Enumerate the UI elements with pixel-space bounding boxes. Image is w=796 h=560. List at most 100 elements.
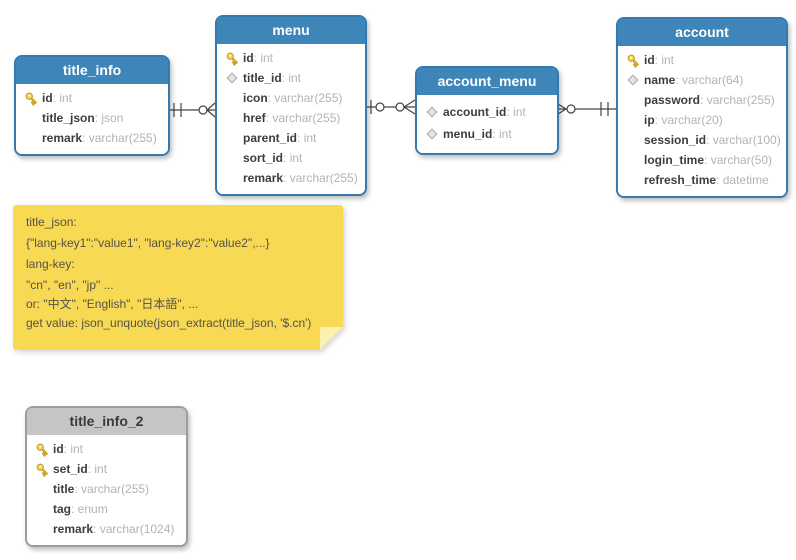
table-row[interactable]: iconvarchar(255) — [221, 88, 360, 108]
table-header[interactable]: menu — [217, 17, 365, 44]
table-row[interactable]: passwordvarchar(255) — [622, 90, 781, 110]
field-type: int — [88, 462, 107, 476]
field-type: enum — [71, 502, 108, 516]
field-name: name — [644, 73, 676, 87]
field-name: id — [53, 442, 64, 456]
field-name: id — [243, 51, 254, 65]
table-account[interactable]: account idint namevarchar(64) passwordva… — [616, 17, 788, 198]
table-row[interactable]: namevarchar(64) — [622, 70, 781, 90]
cardinality-zero-circle — [566, 104, 576, 114]
note-folded-corner — [320, 327, 343, 350]
field-name: refresh_time — [644, 173, 717, 187]
field-name: session_id — [644, 133, 707, 147]
cardinality-many-crowfoot — [206, 102, 216, 118]
table-row[interactable]: titlevarchar(255) — [31, 479, 181, 499]
table-row[interactable]: title_jsonjson — [20, 108, 163, 128]
field-type: varchar(64) — [675, 73, 743, 87]
diamond-icon — [221, 72, 243, 84]
field-type: varchar(255) — [74, 482, 149, 496]
table-header[interactable]: account_menu — [417, 68, 557, 95]
field-type: int — [282, 71, 301, 85]
field-type: varchar(255) — [700, 93, 775, 107]
relationship-menu-account_menu[interactable] — [363, 99, 416, 115]
table-title_info_2[interactable]: title_info_2 idint set_idint titlevarcha… — [25, 406, 188, 547]
table-row[interactable]: parent_idint — [221, 128, 360, 148]
table-row[interactable]: set_idint — [31, 459, 181, 479]
key-icon — [221, 51, 243, 66]
table-row[interactable]: refresh_timedatetime — [622, 170, 781, 190]
field-name: title — [53, 482, 75, 496]
note-line: {"lang-key1":"value1", "lang-key2":"valu… — [26, 236, 270, 250]
table-row[interactable]: session_idvarchar(100) — [622, 130, 781, 150]
note-line: get value: json_unquote(json_extract(tit… — [26, 316, 312, 330]
table-row[interactable]: ipvarchar(20) — [622, 110, 781, 130]
cardinality-zero-circle — [375, 102, 385, 112]
note-line: title_json: — [26, 215, 77, 229]
cardinality-zero-circle — [395, 102, 405, 112]
table-row[interactable]: menu_idint — [421, 123, 552, 145]
note-line: or: "中文", "English", "日本語", ... — [26, 297, 199, 311]
note-line: "cn", "en", "jp" ... — [26, 278, 114, 292]
field-name: id — [42, 91, 53, 105]
table-row[interactable]: account_idint — [421, 101, 552, 123]
table-row[interactable]: remarkvarchar(255) — [221, 168, 360, 188]
field-name: remark — [42, 131, 83, 145]
field-type: int — [655, 53, 674, 67]
cardinality-zero-circle — [198, 105, 208, 115]
field-name: tag — [53, 502, 71, 516]
field-type: varchar(255) — [268, 91, 342, 105]
table-row[interactable]: sort_idint — [221, 148, 360, 168]
key-icon — [20, 91, 42, 106]
field-type: int — [492, 127, 512, 141]
field-type: varchar(1024) — [93, 522, 175, 536]
field-name: ip — [644, 113, 655, 127]
table-account_menu[interactable]: account_menu account_idint menu_idint — [415, 66, 559, 155]
field-type: varchar(255) — [266, 111, 340, 125]
table-row[interactable]: title_idint — [221, 68, 360, 88]
table-header[interactable]: title_info_2 — [27, 408, 186, 435]
diamond-icon — [421, 128, 443, 140]
table-row[interactable]: remarkvarchar(1024) — [31, 519, 181, 539]
field-type: int — [53, 91, 72, 105]
field-name: sort_id — [243, 151, 284, 165]
field-type: varchar(50) — [704, 153, 772, 167]
field-type: varchar(100) — [706, 133, 781, 147]
table-menu[interactable]: menu idint title_idint iconvarchar(255) … — [215, 15, 367, 196]
field-name: account_id — [443, 105, 507, 119]
table-title_info[interactable]: title_info idint title_jsonjson remarkva… — [14, 55, 170, 156]
table-row[interactable]: idint — [31, 439, 181, 459]
field-type: datetime — [716, 173, 769, 187]
cardinality-many-crowfoot — [403, 99, 416, 115]
table-row[interactable]: idint — [20, 88, 163, 108]
table-row[interactable]: login_timevarchar(50) — [622, 150, 781, 170]
table-header[interactable]: title_info — [16, 57, 168, 84]
note-line: lang-key: — [26, 257, 75, 271]
sticky-note[interactable]: title_json: {"lang-key1":"value1", "lang… — [13, 205, 343, 350]
field-type: varchar(255) — [82, 131, 157, 145]
field-type: int — [297, 131, 317, 145]
field-type: int — [283, 151, 303, 165]
field-type: json — [95, 111, 123, 125]
table-row[interactable]: tagenum — [31, 499, 181, 519]
field-name: title_json — [42, 111, 95, 125]
relationship-account_menu-account[interactable] — [554, 101, 616, 117]
field-type: varchar(255) — [283, 171, 358, 185]
field-name: title_id — [243, 71, 282, 85]
table-header[interactable]: account — [618, 19, 786, 46]
field-name: icon — [243, 91, 268, 105]
diamond-icon — [622, 74, 644, 86]
table-row[interactable]: idint — [221, 48, 360, 68]
key-icon — [31, 462, 53, 477]
field-type: int — [254, 51, 273, 65]
table-row[interactable]: idint — [622, 50, 781, 70]
field-name: remark — [243, 171, 284, 185]
diamond-icon — [421, 106, 443, 118]
table-row[interactable]: remarkvarchar(255) — [20, 128, 163, 148]
field-name: login_time — [644, 153, 705, 167]
key-icon — [622, 53, 644, 68]
field-type: varchar(20) — [655, 113, 722, 127]
field-name: set_id — [53, 462, 88, 476]
relationship-title_info-menu[interactable] — [166, 102, 216, 118]
table-row[interactable]: hrefvarchar(255) — [221, 108, 360, 128]
